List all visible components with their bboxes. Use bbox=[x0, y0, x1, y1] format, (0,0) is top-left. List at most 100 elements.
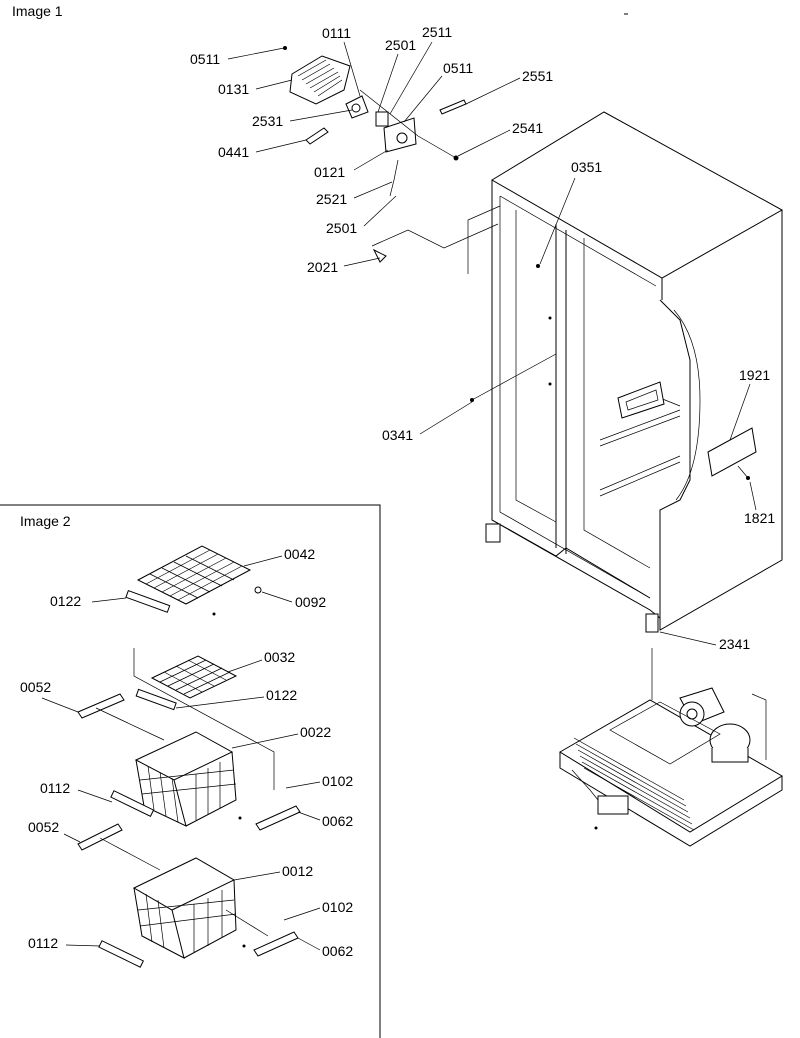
cover-1921 bbox=[707, 427, 757, 477]
shelf-rail-b2 bbox=[599, 461, 681, 497]
callout-label: 0062 bbox=[322, 943, 353, 959]
screw-path bbox=[737, 465, 749, 479]
callout-label: 0511 bbox=[190, 51, 220, 67]
callout-label: 0112 bbox=[28, 935, 58, 951]
callout-label: 0131 bbox=[218, 81, 249, 97]
image2-title: Image 2 bbox=[20, 513, 71, 529]
relay-box bbox=[597, 795, 629, 815]
callout-label: 2021 bbox=[307, 259, 338, 275]
image1-panel: Image 1 bbox=[12, 3, 784, 847]
base-pan-side bbox=[559, 752, 783, 847]
hinge-2341 bbox=[645, 613, 659, 633]
rail-link bbox=[95, 707, 165, 741]
slide-rail-0062-upper bbox=[255, 805, 301, 831]
tube-right bbox=[751, 693, 767, 760]
callout-label: 0052 bbox=[28, 819, 59, 835]
callout-label: 2511 bbox=[422, 24, 452, 40]
callout-label: 1821 bbox=[744, 510, 775, 526]
cabinet-bottom bbox=[491, 519, 651, 599]
liner-screw-a bbox=[548, 316, 552, 320]
callout-label: 0092 bbox=[295, 594, 326, 610]
liner-left bbox=[499, 196, 651, 599]
callout-label: 2501 bbox=[326, 220, 357, 236]
screw-rail-lower bbox=[242, 944, 246, 948]
icemaker-assembly bbox=[283, 46, 501, 274]
trim-0112-lower bbox=[98, 940, 144, 968]
callout-label: 0122 bbox=[50, 593, 81, 609]
liner-top bbox=[499, 195, 657, 287]
callout-label: 0032 bbox=[264, 649, 295, 665]
callout-label: 0112 bbox=[40, 780, 70, 796]
hinge-bottom bbox=[485, 523, 501, 543]
wire-shelf-0032 bbox=[150, 655, 238, 699]
callout-label: 0052 bbox=[20, 679, 51, 695]
callout-label: 0111 bbox=[322, 25, 351, 41]
control-panel bbox=[625, 389, 659, 411]
assembly-axis bbox=[359, 89, 457, 159]
callout-label: 0121 bbox=[314, 164, 345, 180]
slide-rail-0062-lower bbox=[253, 931, 299, 957]
trim-0112-upper bbox=[110, 790, 155, 818]
callout-label: 2551 bbox=[522, 68, 553, 84]
callout-label: 0441 bbox=[218, 144, 249, 160]
cabinet-top bbox=[491, 111, 784, 279]
callout-label: 0022 bbox=[300, 724, 331, 740]
block-2501 bbox=[375, 111, 389, 127]
harness-drop bbox=[467, 205, 501, 274]
freezer-back bbox=[515, 210, 557, 523]
image2-callouts: 0042 0122 0092 0032 0052 0122 0022 0112 … bbox=[20, 546, 353, 959]
housing-grille bbox=[297, 59, 343, 97]
callout-label: 0351 bbox=[571, 159, 602, 175]
callout-label: 0042 bbox=[284, 546, 315, 562]
slide-rail-0052-lower bbox=[77, 823, 123, 851]
image1-callouts: 0511 0111 2501 2511 0511 2551 0131 2531 … bbox=[190, 24, 775, 652]
screw-shelf bbox=[212, 612, 216, 616]
ice-housing-0131 bbox=[289, 55, 351, 105]
shelf-rail-b bbox=[599, 455, 681, 491]
basket-0022 bbox=[134, 731, 237, 827]
callout-label: 0062 bbox=[322, 813, 353, 829]
image2-panel: Image 2 bbox=[0, 504, 381, 1038]
callout-label: 0102 bbox=[322, 899, 353, 915]
condenser-coils bbox=[573, 737, 695, 831]
basket-link-lower bbox=[225, 909, 269, 937]
callout-label: 2541 bbox=[512, 120, 543, 136]
callout-label: 0341 bbox=[382, 427, 413, 443]
relay-wire bbox=[571, 769, 599, 801]
rod-2551 bbox=[439, 99, 467, 115]
wire-2521 bbox=[389, 159, 399, 197]
screw-rail-upper bbox=[238, 816, 242, 820]
callout-label: 0122 bbox=[266, 687, 297, 703]
shaft-0441 bbox=[305, 127, 329, 145]
compressor-base bbox=[711, 748, 749, 763]
shelf-rail-a bbox=[599, 409, 681, 441]
screw-relay bbox=[594, 826, 598, 830]
part-0092 bbox=[254, 586, 262, 594]
liner-screw-b bbox=[548, 382, 552, 386]
cabinet-right-face bbox=[659, 299, 783, 631]
motor-2531 bbox=[351, 103, 361, 113]
screw-0351 bbox=[536, 264, 540, 268]
basket-0012 bbox=[132, 857, 237, 959]
screw-2541 bbox=[453, 155, 459, 161]
rail-link-lower bbox=[99, 837, 161, 871]
callout-label: 0511 bbox=[443, 60, 473, 76]
callout-label: 0102 bbox=[322, 773, 353, 789]
assembly-line-upper bbox=[133, 648, 275, 790]
clip-2021 bbox=[372, 248, 387, 263]
refrigerator-cabinet bbox=[470, 111, 784, 633]
callout-label: 2501 bbox=[385, 37, 416, 53]
image2-frame bbox=[0, 504, 381, 1038]
shelf-rail-a2 bbox=[599, 415, 681, 447]
trim-0122-top bbox=[125, 590, 171, 613]
machine-compartment bbox=[559, 648, 783, 847]
control-housing bbox=[617, 381, 665, 419]
plate-hole bbox=[396, 132, 408, 144]
callout-label: 1921 bbox=[739, 367, 770, 383]
harness-route bbox=[371, 223, 499, 249]
drain-pan bbox=[609, 701, 721, 765]
trim-0122-mid bbox=[135, 688, 177, 711]
callout-label: 0012 bbox=[282, 863, 313, 879]
image1-title: Image 1 bbox=[12, 3, 63, 19]
